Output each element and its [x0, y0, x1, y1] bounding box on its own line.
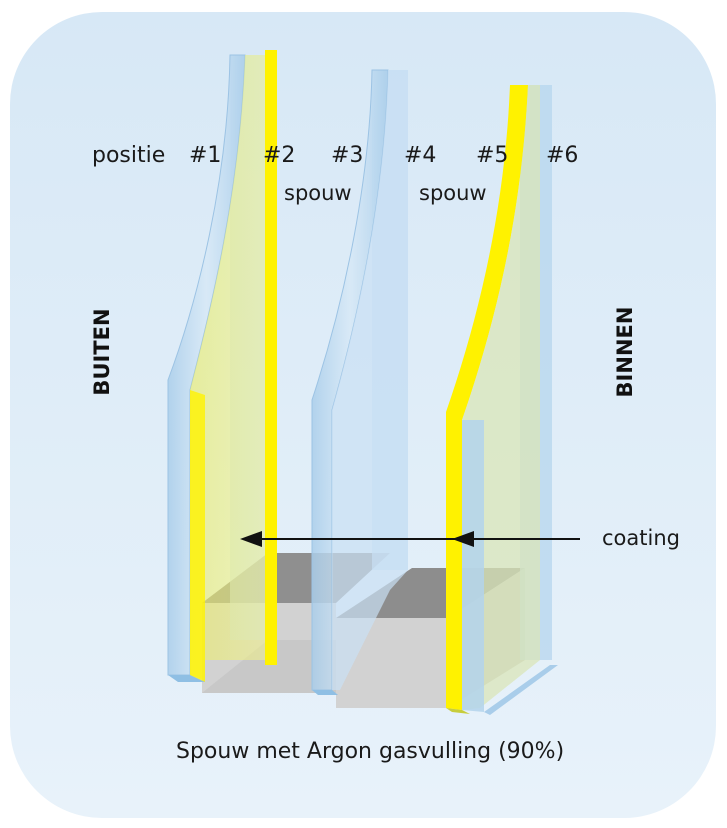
outside-label: BUITEN	[90, 308, 114, 396]
position-2-label: #2	[263, 143, 296, 168]
caption: Spouw met Argon gasvulling (90%)	[176, 739, 565, 764]
position-3-label: #3	[331, 143, 364, 168]
pane-inner	[446, 85, 558, 715]
position-5-label: #5	[476, 143, 509, 168]
pane-middle	[311, 69, 408, 695]
cavity-right-label: spouw	[419, 181, 487, 205]
cavity-left-label: spouw	[284, 181, 352, 205]
position-4-label: #4	[404, 143, 437, 168]
position-1-label: #1	[189, 143, 222, 168]
position-label: positie	[92, 143, 166, 168]
position-6-label: #6	[546, 143, 579, 168]
pane-outer	[167, 50, 277, 682]
coating-arrows	[240, 531, 580, 547]
inside-label: BINNEN	[613, 306, 637, 398]
coating-label: coating	[602, 526, 680, 550]
